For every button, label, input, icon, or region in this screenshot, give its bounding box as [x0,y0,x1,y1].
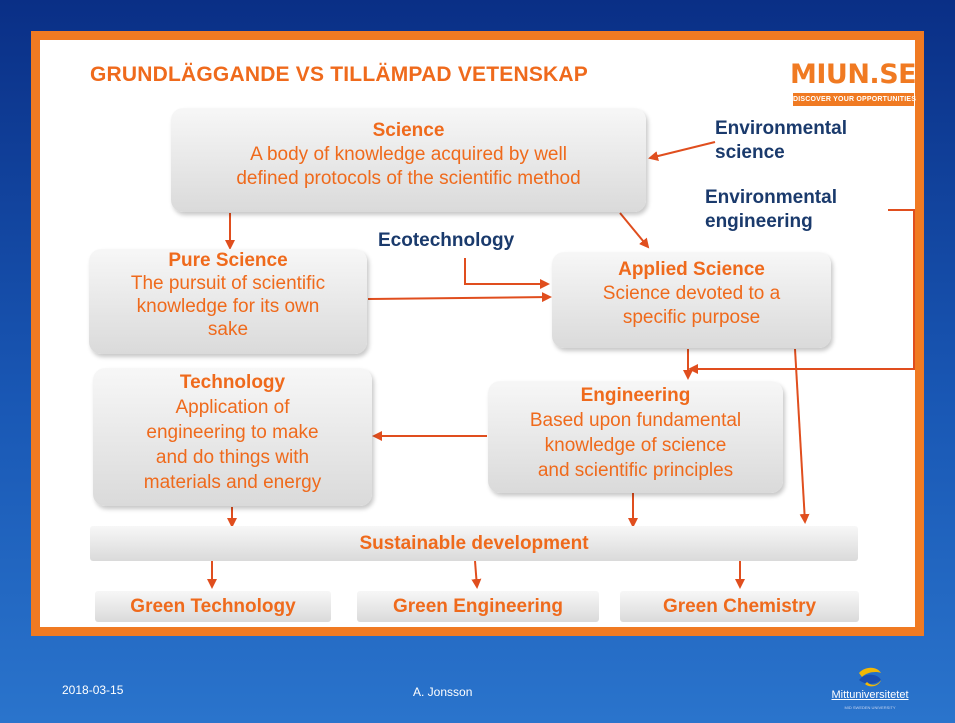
pure-line-1: The pursuit of scientific [130,273,326,294]
applied-line-2: specific purpose [622,307,761,328]
pure-heading: Pure Science [168,250,288,271]
arrow-enveng-to-engineering [688,209,915,374]
green-chemistry-box: Green Chemistry [620,591,859,622]
env-science-line-2: science [715,142,785,163]
engineering-line-3: and scientific principles [537,460,734,481]
science-line-1: A body of knowledge acquired by well [250,144,567,165]
applied-line-1: Science devoted to a [602,283,781,304]
box-science: Science A body of knowledge acquired by … [171,108,646,212]
logo-word: MIUN.SE [790,59,917,90]
box-engineering: Engineering Based upon fundamental knowl… [488,381,783,493]
engineering-line-1: Based upon fundamental [529,410,742,431]
applied-heading: Applied Science [618,259,765,280]
sustainable-development-bar: Sustainable development [90,526,858,561]
science-heading: Science [372,120,445,141]
env-science-line-1: Environmental [715,118,847,139]
env-engineering-line-2: engineering [705,211,813,232]
mittuniversitetet-logo: Mittuniversitetet MID SWEDEN UNIVERSITY [815,665,925,710]
footer-author: A. Jonsson [413,685,473,699]
university-name: Mittuniversitetet [831,689,909,701]
label-environmental-science: Environmental science [715,117,847,165]
arrow-pure-to-applied [367,292,552,303]
label-environmental-engineering: Environmental engineering [705,186,837,234]
engineering-heading: Engineering [580,385,691,406]
technology-heading: Technology [179,372,286,393]
university-subtitle: MID SWEDEN UNIVERSITY [844,705,896,710]
technology-line-4: materials and energy [143,472,322,493]
footer-date: 2018-03-15 [62,683,124,697]
arrow-applied-to-sustainable [794,348,810,524]
pure-line-2: knowledge for its own [136,296,320,317]
pure-line-3: sake [207,319,249,340]
engineering-line-2: knowledge of science [544,435,727,456]
env-engineering-line-1: Environmental [705,187,837,208]
arrow-envsci-to-science [648,141,716,161]
logo-tagline: DISCOVER YOUR OPPORTUNITIES [793,93,916,106]
science-line-2: defined protocols of the scientific meth… [236,168,581,189]
label-ecotechnology: Ecotechnology [378,230,515,251]
slide-title: GRUNDLÄGGANDE VS TILLÄMPAD VETENSKAP [90,63,588,86]
box-pure-science: Pure Science The pursuit of scientific k… [89,249,367,354]
miun-logo: MIUN.SE DISCOVER YOUR OPPORTUNITIES [790,60,917,110]
box-applied-science: Applied Science Science devoted to a spe… [552,252,831,348]
green-technology-box: Green Technology [95,591,331,622]
green-engineering-box: Green Engineering [357,591,599,622]
technology-line-1: Application of [175,397,290,418]
arrow-sust-to-green-engineering [471,560,482,589]
technology-line-3: and do things with [155,447,310,468]
arrow-science-to-applied [619,212,650,249]
arrow-eco-to-applied [464,258,550,289]
mittuniversitetet-emblem-icon [859,667,881,687]
box-technology: Technology Application of engineering to… [93,368,372,506]
technology-line-2: engineering to make [146,422,319,443]
